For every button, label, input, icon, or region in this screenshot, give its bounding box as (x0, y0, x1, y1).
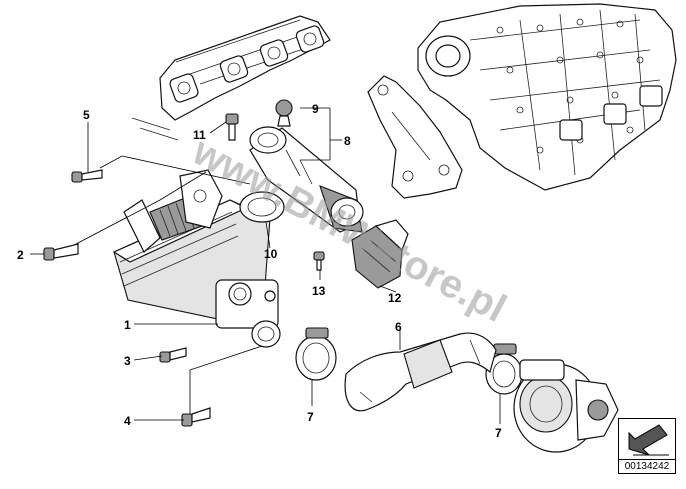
egr-valve-housing (249, 126, 364, 233)
intake-manifold (131, 15, 331, 141)
hose-clamp (295, 327, 337, 381)
callout-5: 5 (83, 108, 90, 122)
reference-box (618, 418, 676, 460)
callout-1: 1 (124, 318, 131, 332)
callout-8: 8 (344, 134, 351, 148)
arrow-down-left-icon (628, 424, 669, 456)
callout-4: 4 (124, 414, 131, 428)
connecting-pipe (344, 332, 497, 412)
pipe-clamp (351, 219, 409, 289)
gasket (239, 191, 285, 223)
screw (275, 99, 293, 127)
callout-10: 10 (264, 247, 278, 261)
callout-7b: 7 (495, 426, 502, 440)
screw (313, 251, 325, 271)
callout-6: 6 (395, 320, 402, 334)
screw (71, 169, 103, 183)
leader-lines (30, 107, 501, 424)
screw (43, 243, 79, 261)
callout-labels: 1 2 3 4 5 6 7 7 8 9 10 11 12 13 (17, 102, 502, 440)
egr-cooler (112, 169, 281, 348)
callout-13: 13 (312, 284, 326, 298)
screw (225, 113, 239, 141)
reference-number: 00134242 (618, 460, 676, 474)
screw (181, 407, 211, 427)
mounting-bracket (367, 75, 463, 199)
callout-7a: 7 (307, 410, 314, 424)
cylinder-head (417, 3, 677, 191)
callout-9: 9 (312, 102, 319, 116)
callout-12: 12 (388, 291, 402, 305)
callout-2: 2 (17, 248, 24, 262)
callout-3: 3 (124, 354, 131, 368)
throttle-housing (513, 359, 619, 453)
screw (159, 347, 187, 363)
callout-11: 11 (193, 128, 206, 142)
